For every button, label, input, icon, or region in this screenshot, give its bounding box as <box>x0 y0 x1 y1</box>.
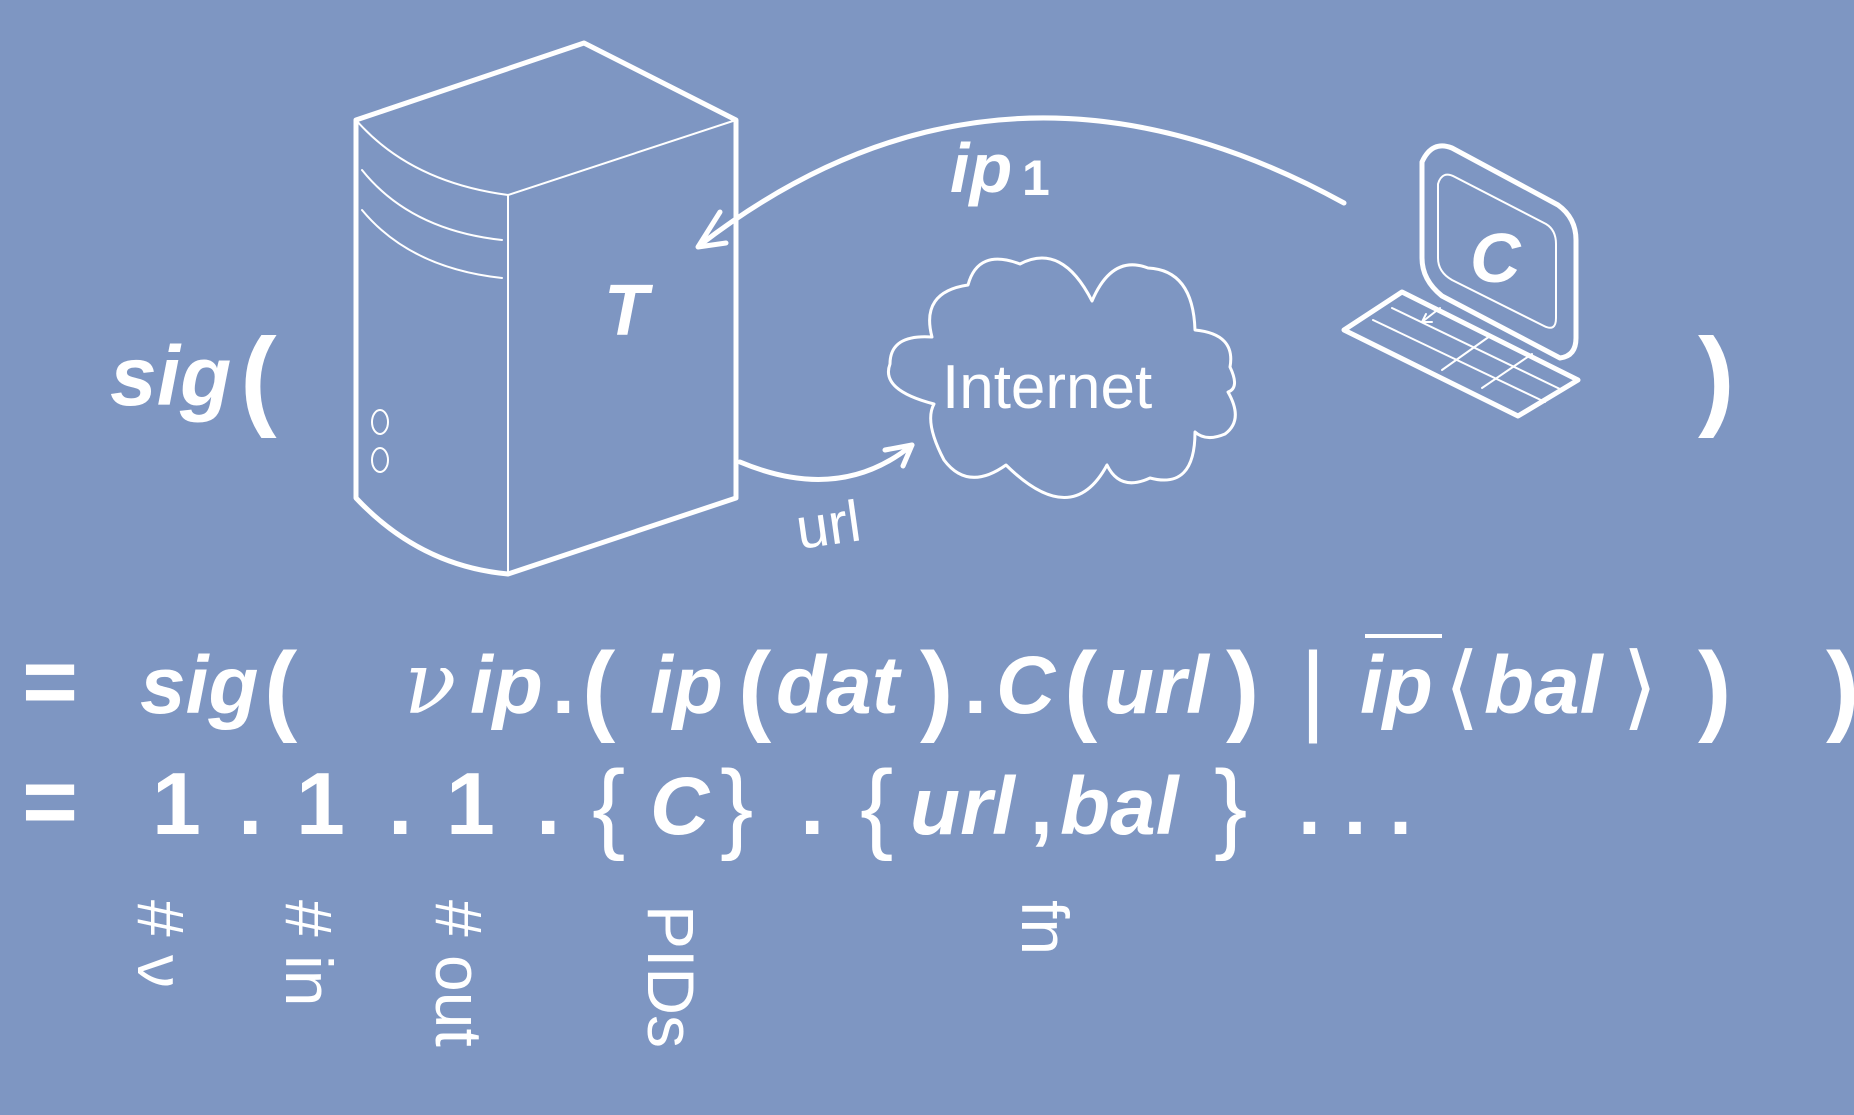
cloud-icon <box>887 256 1237 499</box>
label-pids: PIDs <box>634 905 708 1048</box>
eq1-paren-open4: ( <box>1064 632 1098 744</box>
eq2-dot-b: . <box>388 754 412 853</box>
eq2-dot-a: . <box>238 754 262 853</box>
close-paren: ) <box>1698 316 1735 439</box>
label-hash-in: # in <box>272 900 346 1006</box>
eq2-one-c: 1 <box>446 754 495 853</box>
cloud-label: Internet <box>942 353 1152 422</box>
eq1-dat: dat <box>776 640 903 731</box>
server-label: T <box>604 271 654 351</box>
eq1-paren-open: ( <box>264 632 298 744</box>
eq1-nu: ν <box>404 634 456 734</box>
ip-arrow-head <box>695 209 729 250</box>
eq2-C: C <box>650 761 711 852</box>
eq2-brace-open-1: { <box>592 750 625 862</box>
ip-arrow-label: ip <box>950 129 1012 207</box>
eq1-paren-close2: ) <box>1698 632 1731 744</box>
eq1-equals: = <box>22 628 78 735</box>
eq1-bal: bal <box>1484 640 1605 731</box>
laptop-icon <box>1341 143 1581 419</box>
eq2-brace-open-2: { <box>860 750 893 862</box>
server-button-top <box>371 409 389 435</box>
eq2-one-b: 1 <box>296 754 345 853</box>
eq1-ip-bar: ip <box>1360 640 1433 731</box>
eq1-bar: | <box>1300 632 1326 744</box>
url-arrow-label: url <box>792 489 865 562</box>
eq1-dot2: . <box>964 640 987 731</box>
server-button-bottom <box>371 447 389 473</box>
equation-line-2: = 1 . 1 . 1 . { C } . { url , bal } . . … <box>22 748 1412 862</box>
url-arrow <box>737 442 915 482</box>
eq2-url: url <box>910 761 1017 852</box>
eq1-paren-close4: ) <box>1226 632 1259 744</box>
label-hash-nu: # ν <box>124 900 198 988</box>
eq1-url: url <box>1104 640 1211 731</box>
label-fn: fn <box>1008 900 1082 955</box>
eq2-one-a: 1 <box>152 754 201 853</box>
eq1-paren-open3: ( <box>738 632 772 744</box>
client-label: C <box>1470 219 1522 297</box>
eq1-rangle: ⟩ <box>1622 633 1658 740</box>
eq2-brace-close-1: } <box>720 750 753 862</box>
eq1-langle: ⟨ <box>1444 633 1480 740</box>
eq1-dot1: . <box>552 640 575 731</box>
eq2-ellipsis: . . . <box>1298 761 1412 852</box>
eq1-sig: sig <box>140 640 258 731</box>
label-hash-out: # out <box>422 900 496 1047</box>
eq1-paren-open2: ( <box>582 632 616 744</box>
ip-arrow-subscript: 1 <box>1022 150 1050 206</box>
open-paren: ( <box>240 316 277 439</box>
server-icon <box>353 40 739 577</box>
ip-arrow <box>697 115 1347 248</box>
eq2-bal: bal <box>1060 761 1181 852</box>
eq2-equals: = <box>22 748 78 855</box>
eq2-comma: , <box>1030 761 1053 852</box>
eq1-ip2: ip <box>650 640 723 731</box>
eq2-dot-c: . <box>536 754 560 853</box>
url-arrow-head <box>882 442 915 469</box>
eq1-C: C <box>996 640 1057 731</box>
eq2-dot-d: . <box>800 754 824 853</box>
eq2-brace-close-2: } <box>1214 750 1247 862</box>
sig-label: sig <box>110 329 231 423</box>
eq1-paren-close-final: ) <box>1826 632 1854 744</box>
eq1-ip: ip <box>470 640 543 731</box>
eq1-paren-close3: ) <box>920 632 953 744</box>
equation-line-1: = sig ( ν ip . ( ip ( dat ) . C ( url ) … <box>22 628 1854 744</box>
